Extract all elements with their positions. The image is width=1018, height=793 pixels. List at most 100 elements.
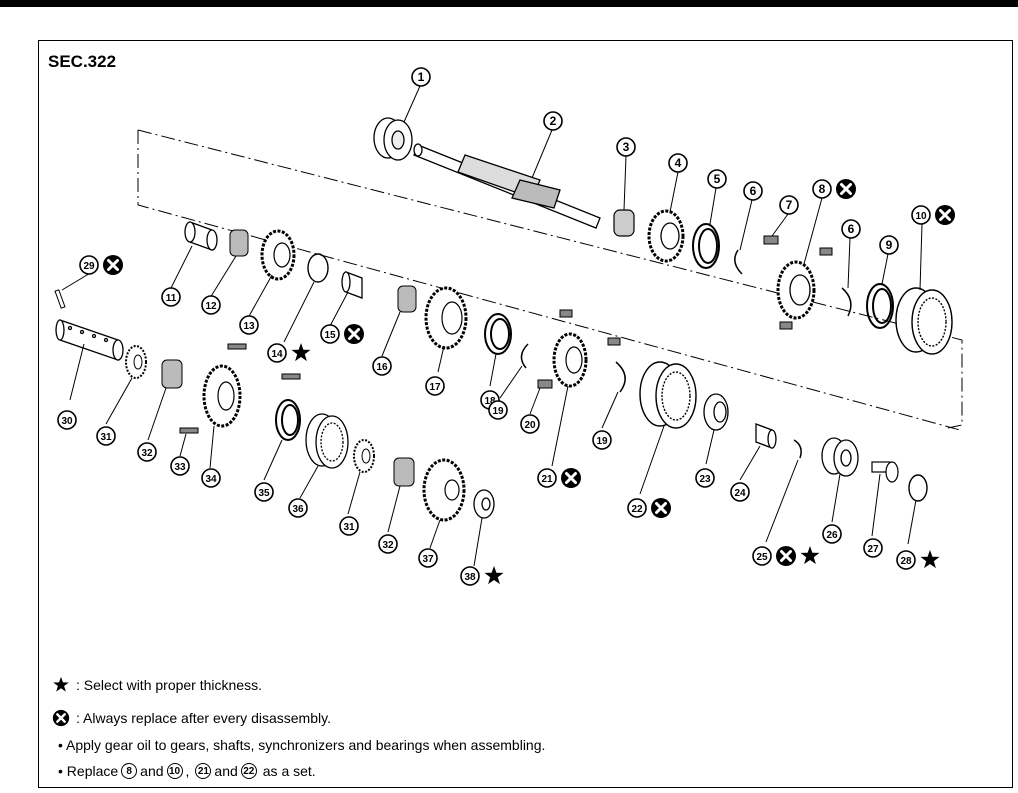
callout-number: 10 [915,211,927,222]
callout-34: 34 [201,468,221,488]
callout-27: 27 [863,538,883,558]
gear-17 [424,286,468,350]
callout-19: 19 [592,430,612,450]
note-replace-set: • Replace 8 and 10 , 21 and 22 as a set. [58,763,316,779]
callout-number: 32 [382,540,394,551]
needle-bearing-16 [397,285,417,313]
key-20 [537,379,553,389]
callout-9: 9 [879,235,899,255]
callout-number: 21 [541,474,553,485]
star-icon [484,566,504,585]
callout-circle [239,315,259,335]
callout-number: 11 [166,293,177,304]
callout-20: 20 [520,414,540,434]
callout-circle [488,400,508,420]
callout-24: 24 [730,482,750,502]
callout-number: 9 [886,238,893,252]
callout-36: 36 [288,498,308,518]
callout-number: 32 [141,448,153,459]
snap-ring-25 [793,439,802,459]
needle-bearing-3 [613,209,635,237]
callout-22: 22 [627,496,673,520]
callout-number: 19 [492,406,504,417]
needle-bearing-32b [393,457,415,487]
part-ref-22: 22 [240,763,257,779]
callout-circle [616,137,636,157]
bearing-1 [373,117,413,161]
callout-25: 25 [752,544,820,568]
legend-select: : Select with proper thickness. [52,676,262,694]
callout-15: 15 [320,322,366,346]
sleeve-22 [639,361,697,429]
washer-14 [307,253,329,283]
callout-circle [320,324,340,344]
callout-circle [841,219,861,239]
section-label: SEC.322 [48,52,117,71]
callout-7: 7 [779,195,799,215]
note-gear-oil: • Apply gear oil to gears, shafts, synch… [58,737,545,753]
callout-number: 2 [550,114,557,128]
callout-circle [339,516,359,536]
needle-bearing-32a [161,359,183,389]
replace-x-icon [559,466,583,490]
spring-19b [615,361,626,393]
needle-bearing-12 [229,229,249,257]
callout-number: 30 [61,416,73,427]
callout-circle [822,524,842,544]
callout-number: 5 [714,172,721,186]
callout-circle [592,430,612,450]
callout-2: 2 [543,111,563,131]
callout-23: 23 [695,468,715,488]
spring-6a [734,249,743,275]
callout-number: 7 [786,198,793,212]
part-ref-21: 21 [195,763,212,779]
legend-select-text: : Select with proper thickness. [76,677,262,693]
callout-circle [425,376,445,396]
callout-number: 6 [750,184,757,198]
spring-6b [841,287,852,317]
note-comma: , [185,763,190,779]
callouts: 1234567869102911121314151617181920211922… [57,67,957,586]
callout-number: 15 [324,330,336,341]
callout-26: 26 [822,524,842,544]
note-suffix: as a set. [262,763,316,779]
star-icon [800,546,820,565]
main-shaft [413,143,601,229]
callout-35: 35 [254,482,274,502]
callout-number: 17 [429,382,441,393]
callout-circle [752,546,772,566]
callout-circle [96,426,116,446]
callout-29: 29 [79,253,125,277]
spring-19a [520,343,529,369]
gear-4 [647,209,685,263]
callout-number: 1 [418,70,425,84]
replace-x-icon [101,253,125,277]
callout-circle [779,195,799,215]
callout-32: 32 [378,534,398,554]
hub-8 [776,260,816,320]
callout-circle [730,482,750,502]
leader-lines [61,85,923,567]
callout-number: 16 [376,362,388,373]
pin-29 [54,289,66,309]
callout-number: 26 [826,530,838,541]
callout-number: 13 [243,321,255,332]
callout-3: 3 [616,137,636,157]
callout-6: 6 [841,219,861,239]
note-and-1: and [140,763,164,779]
legend-replace-text: : Always replace after every disassembly… [76,710,331,726]
callout-number: 35 [258,488,270,499]
callout-5: 5 [707,169,727,189]
callout-number: 28 [900,556,912,567]
callout-38: 38 [460,566,504,586]
shaft-30 [55,319,124,361]
callout-16: 16 [372,356,392,376]
ring-5 [692,223,720,269]
dash-dot-outline [137,129,963,431]
callout-number: 38 [464,572,476,583]
callout-6: 6 [743,181,763,201]
callout-number: 27 [867,544,879,555]
callout-13: 13 [239,315,259,335]
callout-number: 31 [100,432,112,443]
